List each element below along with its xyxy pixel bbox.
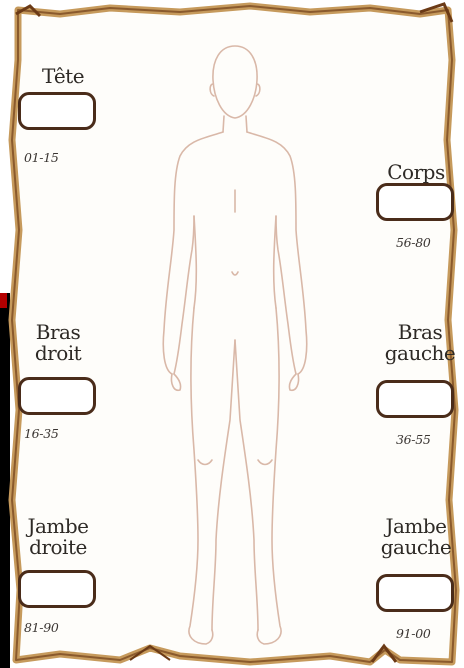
zone-label-line: Corps: [376, 162, 456, 183]
zone-label-line: Bras: [27, 322, 89, 343]
zone-label-jambe-gauche: Jambe gauche: [376, 516, 456, 558]
zone-label-line: droit: [27, 343, 89, 364]
zone-label-line: gauche: [380, 343, 460, 364]
range-tete: 01-15: [24, 150, 59, 165]
zone-label-jambe-droite: Jambe droite: [20, 516, 96, 558]
slot-tete[interactable]: [18, 92, 96, 130]
range-bras-droit: 16-35: [24, 426, 59, 441]
zone-label-bras-droit: Bras droit: [27, 322, 89, 364]
slot-jambe-gauche[interactable]: [376, 574, 454, 612]
slot-bras-droit[interactable]: [18, 377, 96, 415]
range-jambe-droite: 81-90: [24, 620, 59, 635]
zone-label-line: Bras: [380, 322, 460, 343]
zone-label-line: gauche: [376, 537, 456, 558]
zone-label-bras-gauche: Bras gauche: [380, 322, 460, 364]
slot-bras-gauche[interactable]: [376, 380, 454, 418]
zone-label-line: Tête: [33, 66, 93, 87]
zone-label-tete: Tête: [33, 66, 93, 87]
zone-label-line: droite: [20, 537, 96, 558]
zone-label-corps: Corps: [376, 162, 456, 183]
slot-corps[interactable]: [376, 183, 454, 221]
zone-label-line: Jambe: [20, 516, 96, 537]
human-body-outline-icon: [150, 40, 320, 650]
range-corps: 56-80: [396, 235, 431, 250]
zone-label-line: Jambe: [376, 516, 456, 537]
slot-jambe-droite[interactable]: [18, 570, 96, 608]
range-bras-gauche: 36-55: [396, 432, 431, 447]
range-jambe-gauche: 91-00: [396, 626, 431, 641]
